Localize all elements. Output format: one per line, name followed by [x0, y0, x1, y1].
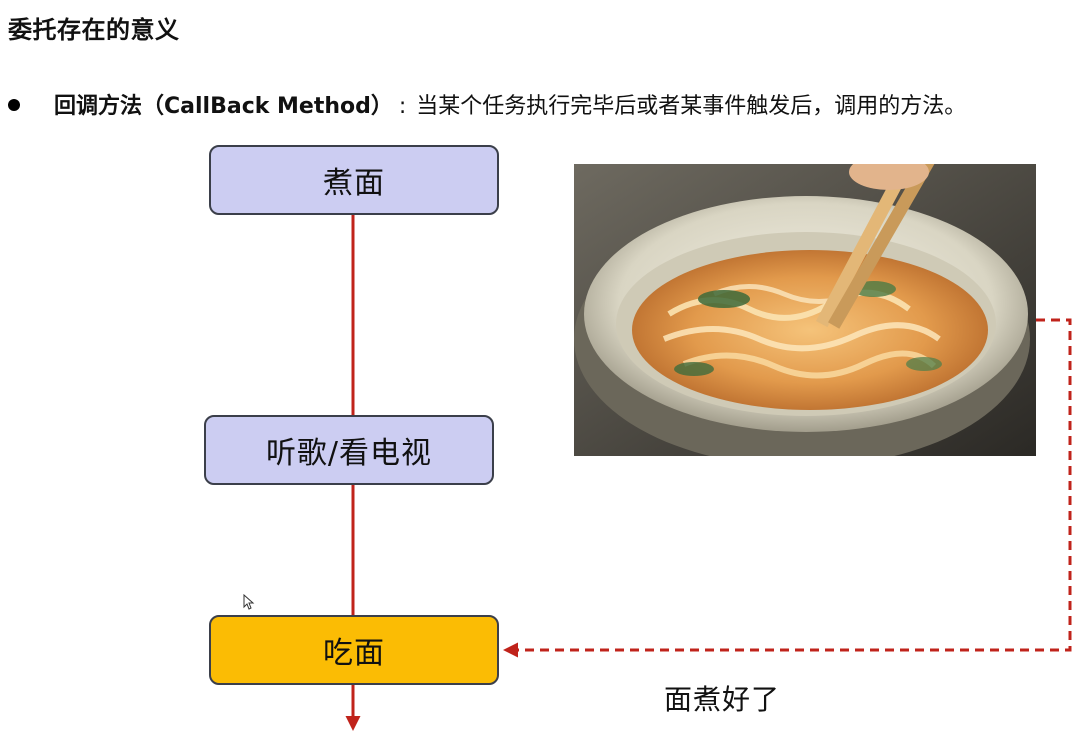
- slide-title: 委托存在的意义: [8, 16, 180, 44]
- boil-noodles-step: 煮面: [209, 145, 499, 215]
- noodle-pot-photo: [574, 164, 1036, 456]
- callback-definition-bullet: 回调方法（CallBack Method）: 当某个任务执行完毕后或者某事件触发后…: [8, 88, 966, 126]
- eat-noodles-step: 吃面: [209, 615, 499, 685]
- callback-method-term: 回调方法（CallBack Method）: [54, 94, 393, 119]
- definition-separator: :: [398, 94, 407, 119]
- bullet-dot-icon: [8, 99, 20, 111]
- callback-method-definition: 当某个任务执行完毕后或者某事件触发后，调用的方法。: [416, 94, 967, 119]
- mouse-pointer-icon: [243, 594, 255, 610]
- noodles-ready-label: 面煮好了: [664, 683, 781, 716]
- music-tv-step: 听歌/看电视: [204, 415, 494, 485]
